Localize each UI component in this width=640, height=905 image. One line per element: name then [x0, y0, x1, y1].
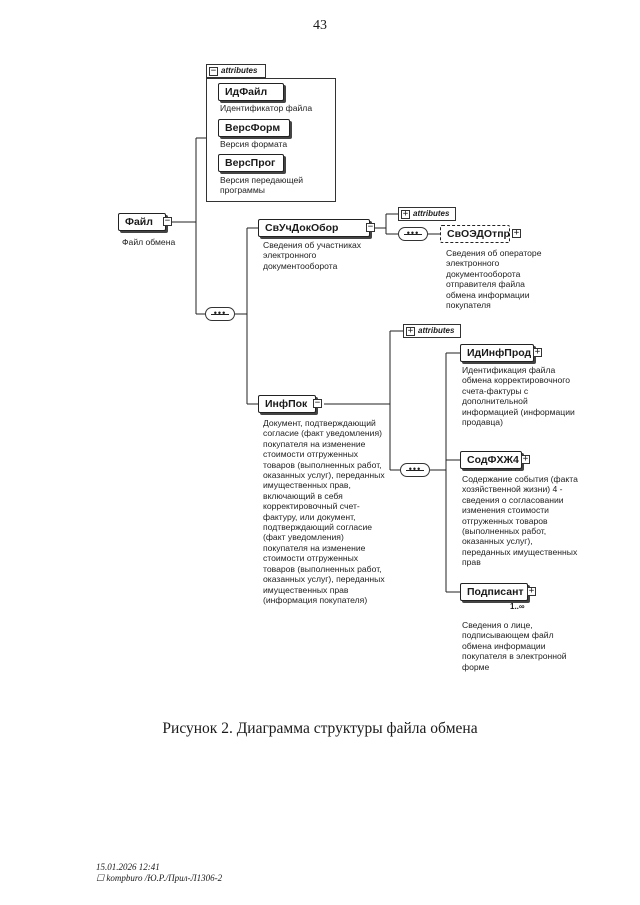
collapse-icon[interactable]: −: [313, 398, 322, 408]
attributes-label: attributes: [221, 66, 258, 75]
element-podpisant[interactable]: Подписант: [460, 583, 528, 601]
attribute-desc: Версия передающей программы: [220, 175, 304, 196]
element-label: Подписант: [467, 586, 524, 598]
collapse-icon[interactable]: −: [163, 216, 172, 226]
element-svuchdokobor[interactable]: СвУчДокОбор: [258, 219, 370, 237]
attribute-versprog[interactable]: ВерсПрог: [218, 154, 284, 172]
element-desc: Сведения об операторе электронного докум…: [446, 248, 542, 311]
expand-icon[interactable]: +: [521, 454, 530, 464]
element-infpok[interactable]: ИнфПок: [258, 395, 316, 413]
expand-icon[interactable]: +: [401, 209, 410, 219]
element-label: СвУчДокОбор: [265, 222, 339, 234]
multiplicity-label: 1..∞: [510, 602, 525, 611]
sequence-icon[interactable]: •••: [398, 227, 428, 241]
sequence-icon[interactable]: •••: [400, 463, 430, 477]
attribute-desc: Версия формата: [220, 139, 288, 149]
element-label: ИнфПок: [265, 398, 308, 410]
expand-icon[interactable]: +: [533, 347, 542, 357]
root-node[interactable]: Файл: [118, 213, 166, 231]
element-label: ИдИнфПрод: [467, 347, 532, 359]
root-desc: Файл обмена: [122, 237, 176, 247]
root-attributes-header[interactable]: [206, 64, 266, 78]
element-sodfhzh4[interactable]: СодФХЖ4: [460, 451, 522, 469]
attribute-idfile[interactable]: ИдФайл: [218, 83, 284, 101]
collapse-icon[interactable]: −: [209, 66, 218, 76]
expand-icon[interactable]: +: [527, 586, 536, 596]
element-svoedootpr[interactable]: СвОЭДОтпр: [440, 225, 510, 243]
expand-icon[interactable]: +: [406, 326, 415, 336]
attribute-label: ВерсФорм: [225, 122, 281, 134]
attribute-label: ВерсПрог: [225, 157, 276, 169]
element-desc: Сведения об участниках электронного доку…: [263, 240, 362, 271]
attributes-label: attributes: [413, 209, 450, 218]
footer-timestamp: 15.01.2026 12:41: [96, 862, 160, 872]
element-label: СвОЭДОтпр: [447, 228, 510, 240]
attribute-desc: Идентификатор файла: [220, 103, 313, 113]
sequence-icon[interactable]: •••: [205, 307, 235, 321]
page-number: 43: [313, 18, 327, 33]
footer-path: ☐ kompburo /Ю.Р./Прил-Л1306-2: [96, 873, 223, 883]
element-label: СодФХЖ4: [467, 454, 519, 466]
element-desc: Документ, подтверждающий согласие (факт …: [263, 418, 385, 605]
element-idinfprod[interactable]: ИдИнфПрод: [460, 344, 534, 362]
svuch-attributes-header[interactable]: [398, 207, 456, 221]
expand-icon[interactable]: +: [512, 228, 521, 238]
element-desc: Идентификация файла обмена корректировоч…: [462, 365, 575, 428]
figure-caption: Рисунок 2. Диаграмма структуры файла обм…: [162, 720, 478, 737]
attribute-versform[interactable]: ВерсФорм: [218, 119, 290, 137]
element-desc: Содержание события (факта хозяйственной …: [462, 474, 578, 568]
infpok-attributes-header[interactable]: [403, 324, 461, 338]
root-node-label: Файл: [125, 216, 153, 228]
attributes-label: attributes: [418, 326, 455, 335]
element-desc: Сведения о лице, подписывающем файл обме…: [462, 620, 567, 672]
attribute-label: ИдФайл: [225, 86, 268, 98]
collapse-icon[interactable]: −: [366, 222, 375, 232]
